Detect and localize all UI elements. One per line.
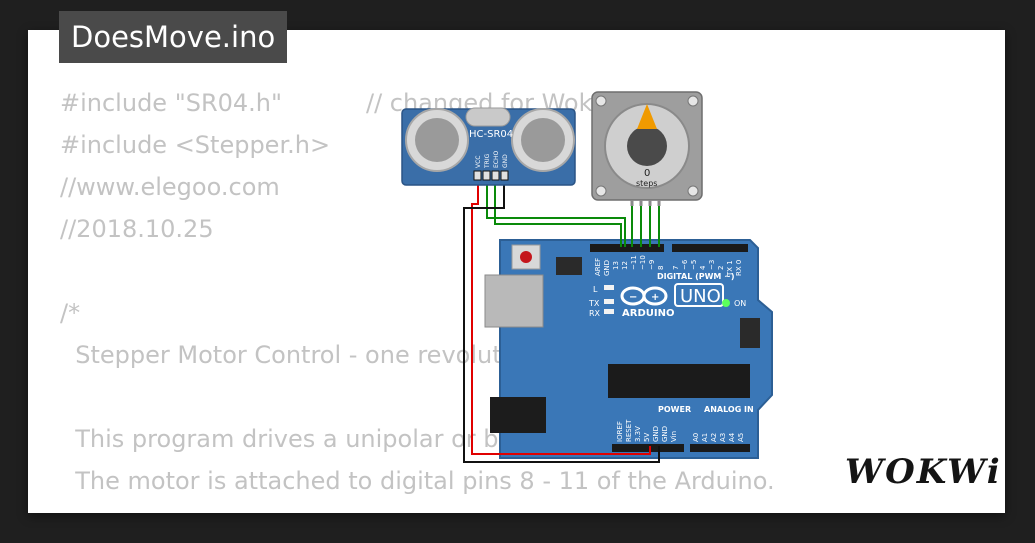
- led-label-l: L: [593, 285, 598, 294]
- power-led: [722, 299, 730, 307]
- pin-label-aref: AREF: [594, 258, 602, 276]
- stepper-motor[interactable]: 0 steps: [591, 91, 703, 206]
- pin-label-8: 8: [657, 266, 665, 270]
- uno-badge: [674, 283, 724, 307]
- pin-label-10: ~10: [639, 255, 647, 270]
- led-tx: [604, 299, 614, 304]
- pin-label-reset: RESET: [625, 419, 633, 442]
- stepper-leads: [630, 200, 661, 206]
- power-header: [612, 444, 684, 452]
- analog-header: [690, 444, 750, 452]
- pin-label-9: ~9: [648, 260, 656, 270]
- pin-label-rx: RX 0: [735, 260, 743, 276]
- led-label-tx: TX: [588, 299, 600, 308]
- pin-label-a0: A0: [692, 433, 700, 442]
- stepper-screw-br: [687, 185, 699, 197]
- stepper-screw-bl: [595, 185, 607, 197]
- digital-header-right: [672, 244, 748, 252]
- reset-button-cap: [520, 251, 532, 263]
- stepper-screw-tr: [687, 95, 699, 107]
- wire-vcc[interactable]: [471, 178, 651, 455]
- wire-echo[interactable]: [494, 178, 622, 247]
- sensor-crystal: [465, 107, 511, 127]
- code-line: //www.elegoo.com: [60, 173, 280, 201]
- sensor-pin-trig: TRIG: [484, 153, 491, 169]
- pin-label-ioref: IOREF: [616, 421, 624, 442]
- pin-label-13: 13: [612, 261, 620, 270]
- sensor-pin-gnd: GND: [502, 154, 509, 168]
- pin-label-6: ~6: [681, 259, 689, 270]
- sensor-pin-vcc: VCC: [475, 156, 482, 168]
- code-line: /*: [60, 299, 81, 327]
- pin-label-gnd-1: GND: [652, 426, 660, 442]
- led-rx: [604, 309, 614, 314]
- icsp-header-small: [556, 257, 582, 275]
- on-label: ON: [734, 299, 746, 308]
- pin-label-vin: Vin: [670, 431, 678, 442]
- usb-port: [484, 274, 544, 328]
- power-label: POWER: [658, 405, 691, 414]
- led-l: [604, 285, 614, 290]
- sensor-pin-echo: ECHO: [493, 151, 500, 168]
- code-line: #include <Stepper.h>: [60, 131, 331, 159]
- pin-label-a4: A4: [728, 432, 736, 442]
- pin-label-gnd: GND: [603, 260, 611, 276]
- pin-label-a2: A2: [710, 433, 718, 442]
- pin-label-5v: 5V: [643, 433, 651, 442]
- project-title[interactable]: DoesMove.ino: [59, 11, 288, 63]
- sensor-pin-headers: [473, 170, 509, 181]
- pin-label-tx: TX 1: [726, 260, 734, 277]
- pin-label-3: ~3: [708, 260, 716, 270]
- wire-trig[interactable]: [486, 178, 626, 247]
- stepper-shaft: [627, 126, 667, 166]
- svg-text:+: +: [651, 292, 659, 303]
- wokwi-logo: WOKWi: [845, 452, 1002, 492]
- wires[interactable]: [463, 178, 660, 463]
- hc-sr04-sensor[interactable]: HC-SR04 VCC TRIG ECHO GND: [401, 107, 576, 186]
- pin-label-a5: A5: [737, 433, 745, 442]
- icsp-header-right: [740, 318, 760, 348]
- pin-label-3v3: 3.3V: [634, 426, 642, 442]
- digital-header-left: [590, 244, 664, 252]
- arduino-logo-icon: − +: [620, 286, 668, 306]
- code-line: //2018.10.25: [60, 215, 214, 243]
- board-outline: [499, 239, 773, 459]
- pin-label-a1: A1: [701, 433, 709, 442]
- pin-label-gnd-2: GND: [661, 426, 669, 442]
- code-line: Stepper Motor Control - one revolution: [60, 341, 539, 369]
- board-brand: ARDUINO: [622, 308, 674, 319]
- wire-gnd[interactable]: [463, 178, 660, 463]
- code-line: The motor is attached to digital pins 8 …: [60, 467, 775, 495]
- stepper-unit: steps: [636, 179, 657, 188]
- sensor-label: HC-SR04: [469, 129, 513, 140]
- atmega-chip: [608, 364, 750, 398]
- pin-label-7: 7: [672, 266, 680, 270]
- stepper-value: 0: [644, 168, 650, 179]
- power-jack: [490, 397, 546, 433]
- arduino-uno-board[interactable]: AREF GND 13 12 ~11 ~10 ~9 8 7 ~6 ~5 4 ~3…: [484, 239, 773, 459]
- pin-label-a3: A3: [719, 433, 727, 442]
- led-label-rx: RX: [589, 309, 601, 318]
- stepper-pointer-icon: [637, 104, 657, 129]
- pin-label-4: 4: [699, 265, 707, 270]
- pin-label-11: ~11: [630, 255, 638, 270]
- sensor-transducer-right: [511, 108, 575, 172]
- pin-label-5: ~5: [690, 260, 698, 270]
- pin-label-2: 2: [717, 266, 725, 270]
- digital-pwm-label: DIGITAL (PWM ~): [657, 272, 735, 281]
- analog-in-label: ANALOG IN: [704, 405, 754, 414]
- svg-text:−: −: [629, 292, 637, 303]
- pin-label-12: 12: [621, 261, 629, 270]
- stepper-screw-tl: [595, 95, 607, 107]
- sensor-transducer-left: [405, 108, 469, 172]
- board-model: UNO: [680, 286, 721, 307]
